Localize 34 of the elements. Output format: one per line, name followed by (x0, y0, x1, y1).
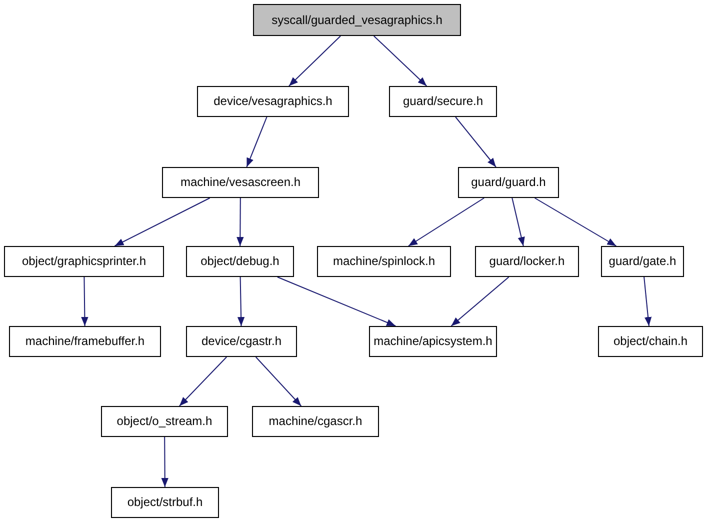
file-box: machine/spinlock.h (317, 246, 451, 277)
file-box: object/strbuf.h (111, 487, 219, 518)
arrow (114, 198, 210, 246)
arrow (236, 198, 244, 246)
arrow (255, 356, 302, 406)
file-box: guard/gate.h (601, 246, 684, 277)
arrow (534, 198, 617, 246)
file-box: object/graphicsprinter.h (4, 246, 164, 277)
file-box: guard/guard.h (458, 167, 559, 198)
arrow (81, 276, 88, 326)
file-box: machine/vesascreen.h (162, 167, 319, 198)
arrow (161, 436, 168, 488)
arrow (178, 356, 228, 406)
arrow (644, 276, 652, 326)
file-box: object/o_stream.h (101, 406, 228, 437)
file-box: object/chain.h (598, 326, 703, 357)
arrow (512, 198, 525, 246)
file-box: machine/framebuffer.h (9, 326, 161, 357)
arrow (246, 116, 268, 168)
arrow (455, 116, 496, 168)
arrow (237, 276, 245, 326)
file-box: syscall/guarded_vesagraphics.h (253, 4, 461, 36)
arrow (373, 36, 428, 86)
arrow (288, 36, 341, 86)
arrow (450, 276, 510, 326)
file-box: guard/locker.h (475, 246, 579, 277)
arrow (408, 198, 485, 246)
file-box: machine/cgascr.h (252, 406, 379, 437)
file-box: machine/apicsystem.h (369, 326, 497, 357)
file-box: object/debug.h (186, 246, 294, 277)
file-box: device/cgastr.h (186, 326, 297, 357)
file-box: device/vesagraphics.h (197, 86, 349, 117)
file-box: guard/secure.h (389, 86, 497, 117)
arrow (276, 276, 396, 326)
